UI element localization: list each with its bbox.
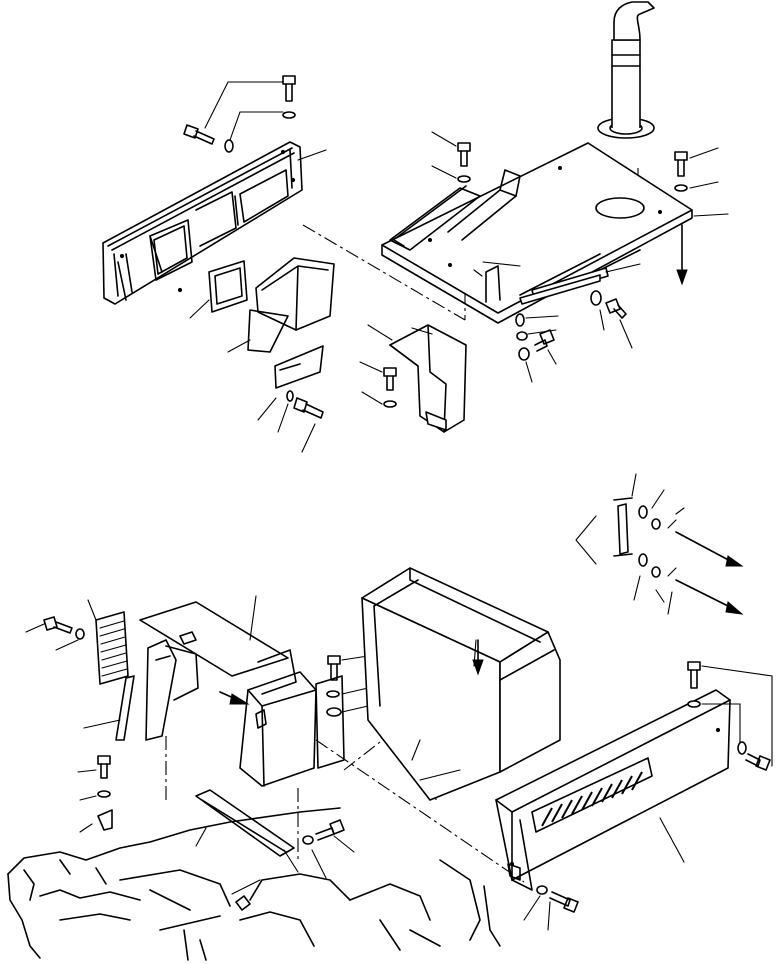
rear-cover-assembly <box>495 661 773 931</box>
side-cover-assembly <box>25 595 369 879</box>
bolt <box>457 142 471 167</box>
bolt <box>383 367 397 391</box>
bolt <box>327 655 341 681</box>
bolt <box>97 755 111 779</box>
bolt <box>282 75 296 102</box>
hood-plate-assembly <box>381 1 729 383</box>
bolt <box>605 298 627 319</box>
air-duct-assembly <box>189 257 335 453</box>
cover-panel-assembly <box>102 75 327 305</box>
bolt <box>687 661 701 689</box>
bolt <box>315 819 345 841</box>
bracket-assembly <box>359 324 467 433</box>
bolt <box>534 329 555 352</box>
bolt <box>745 753 771 771</box>
chassis-outline <box>7 807 501 961</box>
bolt <box>43 616 73 634</box>
engine-hood-assembly <box>361 567 561 801</box>
bolt <box>674 151 688 177</box>
bolt <box>183 124 215 145</box>
handle-assembly <box>575 473 744 615</box>
bolt <box>293 397 324 419</box>
bolt <box>549 891 579 913</box>
